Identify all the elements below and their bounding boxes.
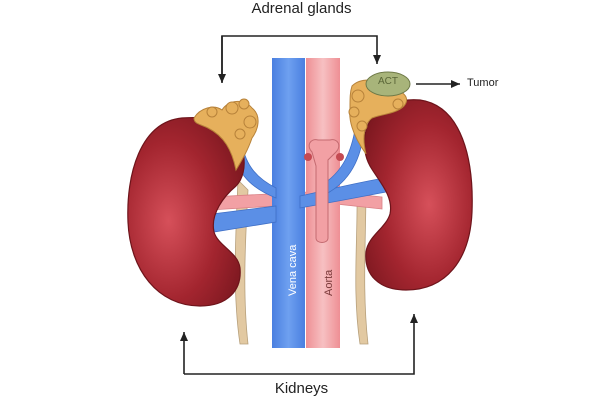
left-adrenal-gland xyxy=(193,98,259,172)
kidney-bracket-arrow xyxy=(180,314,418,375)
adrenal-glands-label: Adrenal glands xyxy=(251,0,352,17)
tumor-label: Tumor xyxy=(467,77,499,89)
aortic-branch xyxy=(304,139,344,243)
adrenal-bracket-arrow xyxy=(218,35,381,83)
adrenal-tumor-mass xyxy=(365,71,411,97)
aorta-label: Aorta xyxy=(323,269,335,296)
vena-cava xyxy=(272,58,305,348)
kidneys-label: Kidneys xyxy=(274,380,329,397)
right-kidney xyxy=(363,99,473,291)
act-label: ACT xyxy=(378,76,398,87)
vena-cava-label: Vena cava xyxy=(287,244,299,296)
